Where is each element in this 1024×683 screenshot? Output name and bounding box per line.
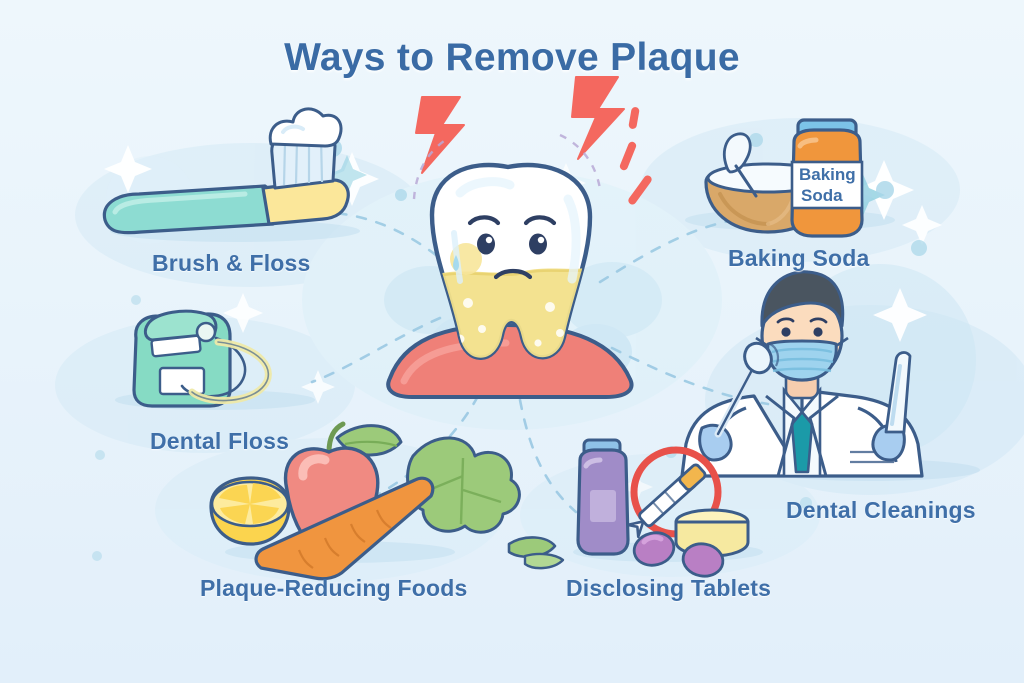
carrot-icon	[254, 476, 435, 581]
label-dental-floss: Dental Floss	[150, 428, 290, 454]
jar-label-line2: Soda	[801, 186, 843, 205]
connector-to-tablets	[518, 398, 578, 514]
celery-icon	[507, 536, 565, 570]
pain-spark-icon	[619, 107, 652, 205]
jar-label-line1: Baking	[799, 165, 856, 184]
pain-bolt-icon	[415, 76, 625, 174]
connector-to-soda	[598, 218, 736, 284]
label-dental-cleanings: Dental Cleanings	[786, 497, 976, 523]
label-brush-floss: Brush & Floss	[152, 250, 311, 276]
connector-to-floss	[310, 316, 442, 384]
tablet-bottle-icon	[576, 438, 630, 556]
label-disclosing-tablets: Disclosing Tablets	[566, 575, 772, 601]
dental-mirror-icon	[714, 341, 780, 438]
lemon-icon	[209, 476, 291, 546]
page-title: Ways to Remove Plaque	[284, 36, 740, 79]
soda-jar-icon: Baking Soda	[790, 118, 864, 238]
leafy-greens-icon	[406, 436, 521, 534]
label-baking-soda: Baking Soda	[728, 245, 870, 271]
label-plaque-reducing-foods: Plaque-Reducing Foods	[200, 575, 468, 601]
pill-icon	[632, 531, 725, 578]
dental-tool-icon	[884, 351, 912, 434]
